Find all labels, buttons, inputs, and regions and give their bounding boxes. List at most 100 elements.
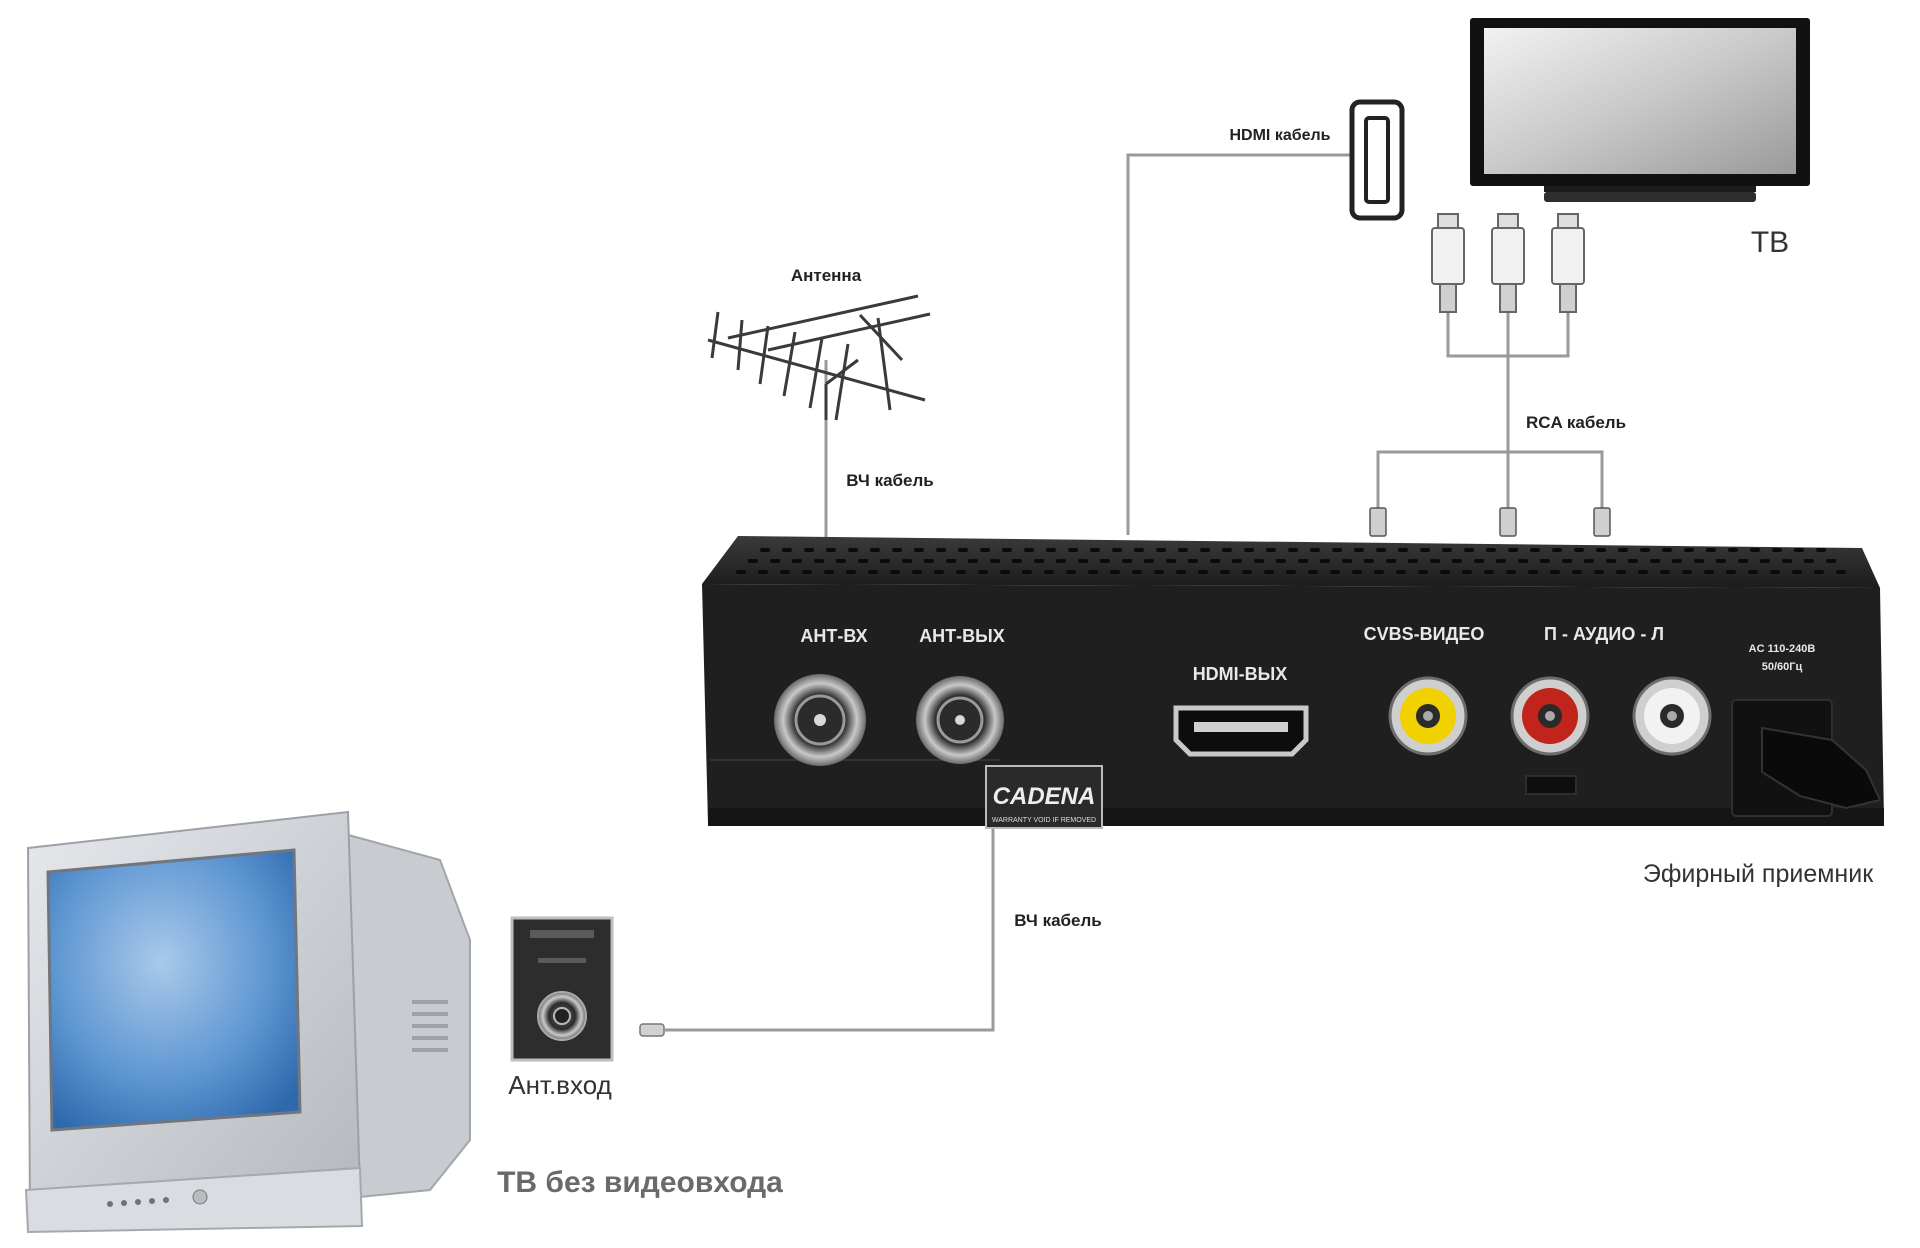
vent-slot bbox=[1442, 548, 1452, 552]
vent-slot bbox=[1132, 570, 1142, 574]
vent-slot bbox=[1046, 548, 1056, 552]
vent-slot bbox=[1352, 570, 1362, 574]
ant-out-label: АНТ-ВЫХ bbox=[919, 626, 1005, 646]
vent-slot bbox=[1816, 548, 1826, 552]
vent-slot bbox=[1308, 570, 1318, 574]
vent-slot bbox=[1552, 548, 1562, 552]
rca-cable-label: RCA кабель bbox=[1526, 413, 1626, 432]
rf-cable-top-label: ВЧ кабель bbox=[846, 471, 933, 490]
vent-slot bbox=[1044, 570, 1054, 574]
vent-slot bbox=[990, 559, 1000, 563]
vent-slot bbox=[1640, 548, 1650, 552]
vent-slot bbox=[1782, 559, 1792, 563]
vent-slot bbox=[1420, 548, 1430, 552]
vent-slot bbox=[1794, 548, 1804, 552]
crt-vent-grille bbox=[412, 1000, 448, 1052]
vent-slot bbox=[1188, 559, 1198, 563]
receiver-label: Эфирный приемник bbox=[1643, 860, 1874, 888]
vent-slot bbox=[1276, 559, 1286, 563]
vent-slot bbox=[1112, 548, 1122, 552]
vent-slots bbox=[736, 548, 1846, 574]
vent-slot bbox=[1332, 548, 1342, 552]
vent-slot bbox=[1506, 570, 1516, 574]
vent-slot bbox=[748, 559, 758, 563]
vent-slot bbox=[1616, 570, 1626, 574]
vent-slot bbox=[1198, 570, 1208, 574]
hdmi-cable-connector bbox=[1349, 99, 1405, 221]
vent-slot bbox=[958, 548, 968, 552]
vent-slot bbox=[1002, 548, 1012, 552]
vent-slot bbox=[1232, 559, 1242, 563]
vent-slot bbox=[1496, 559, 1506, 563]
warranty-label: WARRANTY VOID IF REMOVED bbox=[992, 817, 1096, 824]
vent-slot bbox=[802, 570, 812, 574]
rca-cable-bottom bbox=[1376, 450, 1604, 520]
crt-front-buttons bbox=[107, 1189, 208, 1207]
vent-slot bbox=[968, 559, 978, 563]
audio-right-port bbox=[1510, 676, 1590, 756]
hdmi-out-port bbox=[1173, 705, 1309, 757]
vent-slot bbox=[836, 559, 846, 563]
vent-slot bbox=[1594, 570, 1604, 574]
vent-slot bbox=[848, 548, 858, 552]
vent-slot bbox=[1694, 559, 1704, 563]
vent-slot bbox=[782, 548, 792, 552]
rf-cable-tv bbox=[665, 818, 995, 1032]
vent-slot bbox=[1166, 559, 1176, 563]
vent-slot bbox=[1386, 559, 1396, 563]
receiver-box: АНТ-ВХ АНТ-ВЫХ HDMI-ВЫХ CVBS-ВИДЕО П - А… bbox=[702, 536, 1884, 829]
vent-slot bbox=[1462, 570, 1472, 574]
vent-slot bbox=[1804, 559, 1814, 563]
vent-slot bbox=[1672, 559, 1682, 563]
vent-slot bbox=[1836, 570, 1846, 574]
vent-slot bbox=[892, 548, 902, 552]
vent-slot bbox=[1682, 570, 1692, 574]
vent-slot bbox=[736, 570, 746, 574]
vent-slot bbox=[1550, 570, 1560, 574]
vent-slot bbox=[1364, 559, 1374, 563]
vent-slot bbox=[1452, 559, 1462, 563]
vent-slot bbox=[1738, 559, 1748, 563]
cvbs-label: CVBS-ВИДЕО bbox=[1364, 624, 1485, 644]
vent-slot bbox=[914, 548, 924, 552]
vent-slot bbox=[902, 559, 912, 563]
vent-slot bbox=[1134, 548, 1144, 552]
vent-slot bbox=[826, 548, 836, 552]
brand-label: CADENA bbox=[993, 783, 1096, 810]
ant-input-label: Ант.вход bbox=[508, 1070, 612, 1100]
vent-slot bbox=[1266, 548, 1276, 552]
vent-slot bbox=[1628, 559, 1638, 563]
antenna-illustration bbox=[707, 294, 931, 421]
vent-slot bbox=[1638, 570, 1648, 574]
vent-slot bbox=[1396, 570, 1406, 574]
vent-slot bbox=[1056, 559, 1066, 563]
vent-slot bbox=[1220, 570, 1230, 574]
tv-label: ТВ bbox=[1751, 226, 1789, 259]
vent-slot bbox=[1704, 570, 1714, 574]
vent-slot bbox=[880, 559, 890, 563]
vent-slot bbox=[758, 570, 768, 574]
vent-slot bbox=[1024, 548, 1034, 552]
vent-slot bbox=[1430, 559, 1440, 563]
vent-slot bbox=[846, 570, 856, 574]
vent-slot bbox=[1210, 559, 1220, 563]
vent-slot bbox=[1122, 559, 1132, 563]
vent-slot bbox=[858, 559, 868, 563]
hdmi-cable-line bbox=[1126, 153, 1352, 535]
flat-tv-illustration bbox=[1470, 18, 1810, 202]
vent-slot bbox=[814, 559, 824, 563]
vent-slot bbox=[1508, 548, 1518, 552]
vent-slot bbox=[1660, 570, 1670, 574]
vent-slot bbox=[780, 570, 790, 574]
vent-slot bbox=[1156, 548, 1166, 552]
vent-slot bbox=[1418, 570, 1428, 574]
vent-slot bbox=[1596, 548, 1606, 552]
vent-slot bbox=[1530, 548, 1540, 552]
vent-slot bbox=[1110, 570, 1120, 574]
vent-slot bbox=[1144, 559, 1154, 563]
vent-slot bbox=[1464, 548, 1474, 552]
vent-slot bbox=[792, 559, 802, 563]
vent-slot bbox=[1618, 548, 1628, 552]
vent-slot bbox=[1022, 570, 1032, 574]
vent-slot bbox=[1408, 559, 1418, 563]
